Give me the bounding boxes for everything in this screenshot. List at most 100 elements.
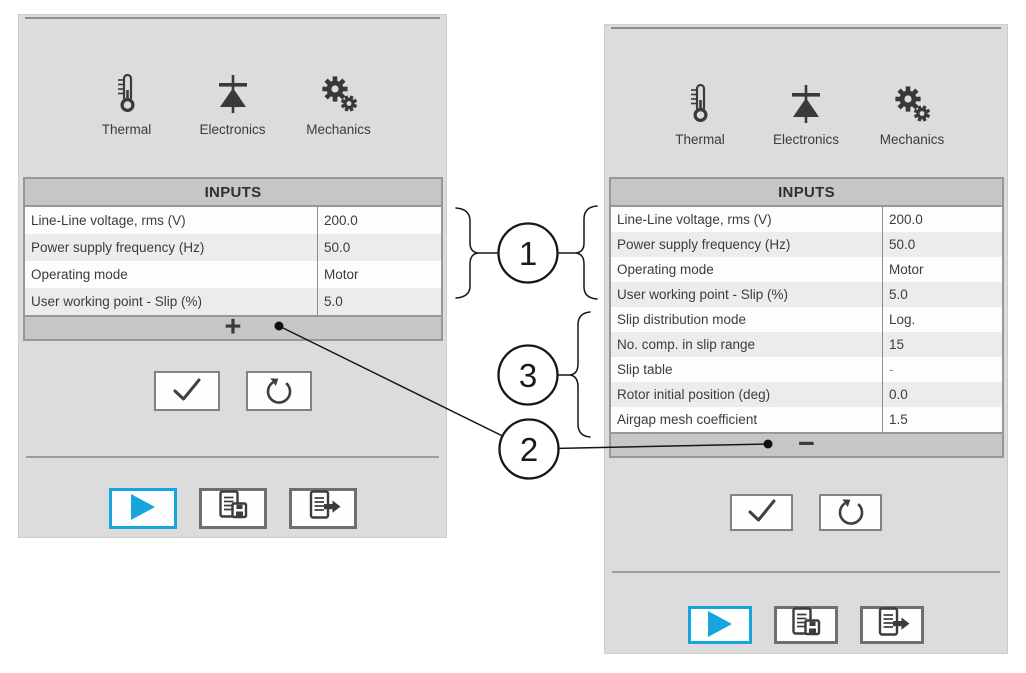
- table-row: User working point - Slip (%) 5.0: [611, 282, 1002, 307]
- gears-icon: [892, 83, 932, 123]
- inputs-table: INPUTS Line-Line voltage, rms (V) 200.0 …: [23, 177, 443, 342]
- tab-mechanics[interactable]: Mechanics: [286, 73, 392, 137]
- expand-rows-button[interactable]: +: [25, 313, 441, 342]
- row-value[interactable]: Log.: [889, 312, 916, 327]
- table-row: Slip table -: [611, 357, 1002, 382]
- table-row: Operating mode Motor: [25, 261, 441, 288]
- table-row: Power supply frequency (Hz) 50.0: [25, 234, 441, 261]
- row-label: User working point - Slip (%): [611, 282, 883, 307]
- category-tabs: Thermal Electronics: [605, 83, 1007, 147]
- export-icon: [872, 606, 912, 644]
- table-row: Operating mode Motor: [611, 257, 1002, 282]
- brace-right-table-rows-5-9: [569, 311, 591, 438]
- tab-label: Mechanics: [306, 122, 371, 137]
- callout-circle-3: [497, 344, 559, 406]
- row-value[interactable]: Motor: [324, 267, 359, 282]
- check-icon: [168, 374, 206, 409]
- tab-electronics[interactable]: Electronics: [753, 83, 859, 147]
- row-label: No. comp. in slip range: [611, 332, 883, 357]
- table-row: Line-Line voltage, rms (V) 200.0: [611, 207, 1002, 232]
- row-value[interactable]: Motor: [889, 262, 924, 277]
- collapse-rows-button[interactable]: −: [611, 430, 1002, 459]
- row-value[interactable]: 1.5: [889, 412, 908, 427]
- panel-divider: [26, 456, 439, 458]
- row-value[interactable]: 200.0: [889, 212, 923, 227]
- table-row: Slip distribution mode Log.: [611, 307, 1002, 332]
- play-icon: [130, 493, 156, 524]
- report-icon: [786, 606, 826, 644]
- export-icon: [303, 490, 343, 527]
- row-label: Operating mode: [611, 257, 883, 282]
- thermometer-icon: [115, 73, 139, 113]
- diode-icon: [788, 83, 824, 123]
- report-button[interactable]: [198, 488, 267, 529]
- row-label: Slip table: [611, 357, 883, 382]
- row-label: User working point - Slip (%): [25, 288, 318, 315]
- rotate-ccw-icon: [832, 492, 870, 533]
- check-icon: [743, 495, 781, 530]
- row-value[interactable]: 5.0: [324, 294, 343, 309]
- inputs-table-title: INPUTS: [611, 179, 1002, 207]
- table-row: Line-Line voltage, rms (V) 200.0: [25, 207, 441, 234]
- tab-thermal[interactable]: Thermal: [74, 73, 180, 137]
- table-action-buttons: [605, 494, 1007, 531]
- row-label: Line-Line voltage, rms (V): [611, 207, 883, 232]
- report-button[interactable]: [774, 606, 838, 644]
- row-value[interactable]: 5.0: [889, 287, 908, 302]
- run-button[interactable]: [688, 606, 752, 644]
- solver-buttons: [19, 488, 446, 529]
- category-tabs: Thermal Electronics: [19, 73, 446, 137]
- table-row: Rotor initial position (deg) 0.0: [611, 382, 1002, 407]
- export-button[interactable]: [860, 606, 924, 644]
- callout-number-1: 1: [519, 235, 537, 272]
- callout-circle-2: [498, 418, 560, 480]
- table-action-buttons: [19, 371, 446, 411]
- row-label: Slip distribution mode: [611, 307, 883, 332]
- panel-top-rule: [25, 17, 440, 19]
- row-label: Airgap mesh coefficient: [611, 407, 883, 432]
- reset-button[interactable]: [819, 494, 882, 531]
- callout-circle-1: [497, 222, 559, 284]
- panel-collapsed-inputs: Thermal Electronics: [18, 14, 447, 538]
- panel-top-rule: [611, 27, 1001, 29]
- rotate-ccw-icon: [260, 371, 298, 412]
- thermometer-icon: [688, 83, 712, 123]
- validate-button[interactable]: [153, 371, 220, 411]
- row-label: Line-Line voltage, rms (V): [25, 207, 318, 234]
- inputs-table: INPUTS Line-Line voltage, rms (V) 200.0 …: [609, 177, 1004, 459]
- table-row: Power supply frequency (Hz) 50.0: [611, 232, 1002, 257]
- row-value[interactable]: 50.0: [324, 240, 351, 255]
- table-row: No. comp. in slip range 15: [611, 332, 1002, 357]
- validate-button[interactable]: [730, 494, 793, 531]
- row-label: Rotor initial position (deg): [611, 382, 883, 407]
- brace-left-table-rows: [455, 207, 479, 299]
- callout-number-2: 2: [520, 431, 538, 468]
- table-row: User working point - Slip (%) 5.0: [25, 288, 441, 315]
- row-value[interactable]: 200.0: [324, 213, 358, 228]
- panel-divider: [612, 571, 1000, 573]
- tab-thermal[interactable]: Thermal: [647, 83, 753, 147]
- inputs-table-title: INPUTS: [25, 179, 441, 207]
- reset-button[interactable]: [245, 371, 312, 412]
- tab-electronics[interactable]: Electronics: [180, 73, 286, 137]
- tab-label: Mechanics: [879, 132, 945, 147]
- row-value[interactable]: 15: [889, 337, 905, 352]
- table-row: Airgap mesh coefficient 1.5: [611, 407, 1002, 432]
- row-label: Power supply frequency (Hz): [25, 234, 318, 261]
- play-icon: [707, 610, 733, 641]
- brace-right-table-rows-1-4: [575, 205, 598, 300]
- tab-label: Thermal: [101, 122, 152, 137]
- report-icon: [213, 490, 253, 527]
- row-label: Power supply frequency (Hz): [611, 232, 883, 257]
- row-value[interactable]: 50.0: [889, 237, 916, 252]
- row-value[interactable]: -: [889, 362, 894, 377]
- gears-icon: [319, 73, 359, 113]
- run-button[interactable]: [108, 488, 177, 529]
- callout-number-3: 3: [519, 357, 537, 394]
- tab-label: Electronics: [772, 132, 840, 147]
- row-value[interactable]: 0.0: [889, 387, 908, 402]
- tab-mechanics[interactable]: Mechanics: [859, 83, 965, 147]
- diode-icon: [215, 73, 251, 113]
- export-button[interactable]: [288, 488, 357, 529]
